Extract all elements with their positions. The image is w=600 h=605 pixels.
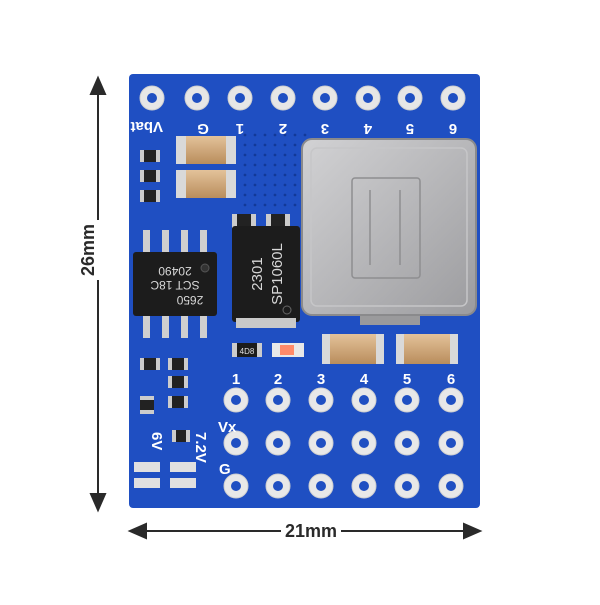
chip-right-line-1: 2301 [249, 257, 266, 290]
bottom-number-labels: 1 2 3 4 5 6 [232, 371, 455, 388]
chip-left-line-3: 20490 [158, 264, 192, 278]
label-6-top: 6 [449, 120, 457, 137]
label-2-bottom: 2 [274, 371, 282, 388]
label-3-top: 3 [321, 120, 329, 137]
label-4-top: 4 [363, 120, 372, 137]
led [272, 343, 304, 357]
chip-left: 2650 SCT 18C 20490 [133, 230, 217, 338]
label-2-top: 2 [279, 120, 287, 137]
dimension-width-label: 21mm [281, 521, 342, 542]
top-pad-labels: Vbat G 1 2 3 4 5 6 [130, 118, 457, 137]
top-capacitors [176, 136, 236, 198]
chip-right: 2301 SP1060L [232, 226, 300, 328]
label-1-bottom: 1 [232, 371, 240, 388]
dimension-height-label: 26mm [78, 219, 99, 280]
smd-resistors-lower [140, 358, 190, 442]
smd-resistors-left [140, 150, 290, 228]
label-3-bottom: 3 [317, 371, 325, 388]
label-5-top: 5 [406, 120, 414, 137]
small-component: 4D8 [232, 343, 262, 357]
label-6v: 6V [148, 432, 165, 450]
via-grid [240, 130, 310, 210]
chip-left-line-2: SCT 18C [150, 278, 199, 292]
chip-right-line-2: SP1060L [269, 243, 286, 305]
bottom-pad-grid [223, 387, 464, 499]
voltage-jumpers [134, 462, 196, 488]
small-component-label: 4D8 [240, 347, 255, 356]
label-vx: Vx [218, 419, 237, 436]
bottom-capacitors [322, 334, 458, 364]
label-4-bottom: 4 [360, 371, 369, 388]
label-g-row: G [219, 461, 231, 478]
chip-left-line-1: 2650 [176, 293, 203, 307]
label-6-bottom: 6 [447, 371, 455, 388]
label-5-bottom: 5 [403, 371, 411, 388]
label-1-top: 1 [236, 120, 244, 137]
top-pad-row [139, 85, 466, 111]
label-7-2v: 7.2V [192, 432, 209, 463]
dimension-vertical-arrow [89, 75, 107, 513]
label-vbat: Vbat [130, 118, 163, 135]
inductor [301, 138, 477, 325]
label-g-top: G [197, 120, 209, 137]
